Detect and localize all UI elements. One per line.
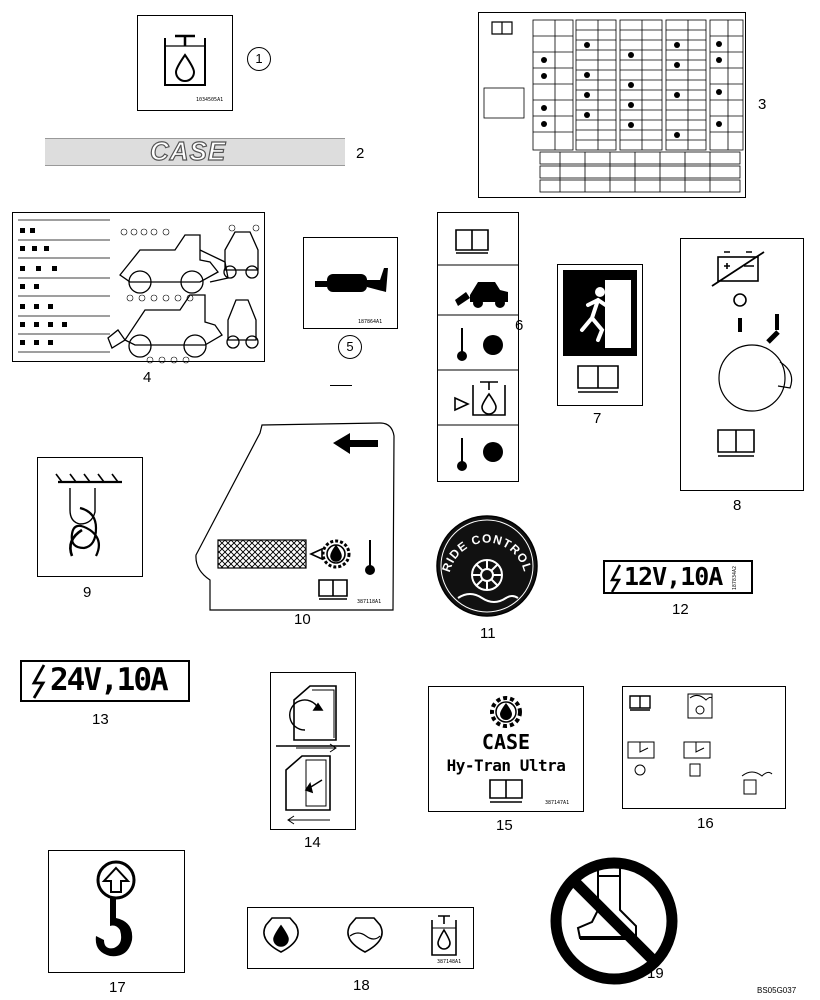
decal-10-outline [195, 422, 395, 611]
decal-13-power-24v [20, 660, 190, 702]
part-number-18: 387148A1 [437, 959, 462, 965]
callout-16: 16 [697, 815, 714, 832]
manual-book-icon [318, 579, 348, 600]
radiator-core-icon [217, 539, 307, 569]
hydraulic-gear-icon [309, 539, 351, 569]
decal-5-muffler [303, 237, 398, 329]
part-number-1: 1034505A1 [196, 97, 224, 103]
prohibition-slash [569, 876, 659, 966]
wheel-icon [471, 559, 503, 591]
decal-3-fuse-chart [478, 12, 746, 198]
ride-control-label: RIDE CONTROL [439, 532, 535, 574]
ground-waves [457, 593, 519, 603]
callout-6: 6 [515, 317, 524, 334]
callout-12: 12 [672, 601, 689, 618]
callout-17: 17 [109, 979, 126, 996]
callout-13: 13 [92, 711, 109, 728]
arrow-left-icon [333, 433, 378, 454]
decal-16-fluid-specs [622, 686, 786, 809]
hytran-product: Hy-Tran Ultra [446, 756, 566, 775]
voltage-24-label: 24V,10A [50, 662, 169, 698]
callout-2: 2 [356, 145, 365, 162]
document-id: BS05G037 [757, 986, 797, 995]
decal-8-battery-disconnect [680, 238, 804, 491]
part-number-12: 187834A2 [732, 566, 738, 591]
hytran-brand: CASE [481, 730, 531, 754]
decal-9-lifting-point [37, 457, 143, 577]
part-number-5: 187864A1 [358, 319, 383, 325]
decal-7-emergency-exit [557, 264, 643, 406]
callout-18: 18 [353, 977, 370, 994]
part-number-10: 387118A1 [357, 599, 382, 605]
case-logo-text: CASE [149, 135, 227, 166]
ride-control-disc [436, 515, 538, 617]
callout-15: 15 [496, 817, 513, 834]
voltage-12-label: 12V,10A [624, 562, 723, 591]
decal-12-power-12v [603, 560, 753, 594]
callout-4: 4 [143, 369, 152, 386]
callout-19: 19 [647, 965, 664, 982]
callout-3: 3 [758, 96, 767, 113]
callout-1: 1 [247, 47, 271, 71]
temperature-icon [365, 540, 375, 575]
callout-14: 14 [304, 834, 321, 851]
callout-7: 7 [593, 410, 602, 427]
decal-4-lubrication-chart [12, 212, 265, 362]
dash-mark [330, 385, 352, 386]
callout-8: 8 [733, 497, 742, 514]
decal-17-lift-hook [48, 850, 185, 973]
part-number-15: 387147A1 [545, 800, 570, 806]
decal-14-door-opening [270, 672, 356, 830]
callout-9: 9 [83, 584, 92, 601]
callout-10: 10 [294, 611, 311, 628]
decal-2-case-logo [45, 138, 345, 166]
decal-6-service-strip [437, 212, 519, 482]
boot-icon [576, 865, 637, 940]
no-step-ring [550, 857, 678, 985]
callout-5: 5 [338, 335, 362, 359]
callout-11: 11 [480, 625, 496, 642]
